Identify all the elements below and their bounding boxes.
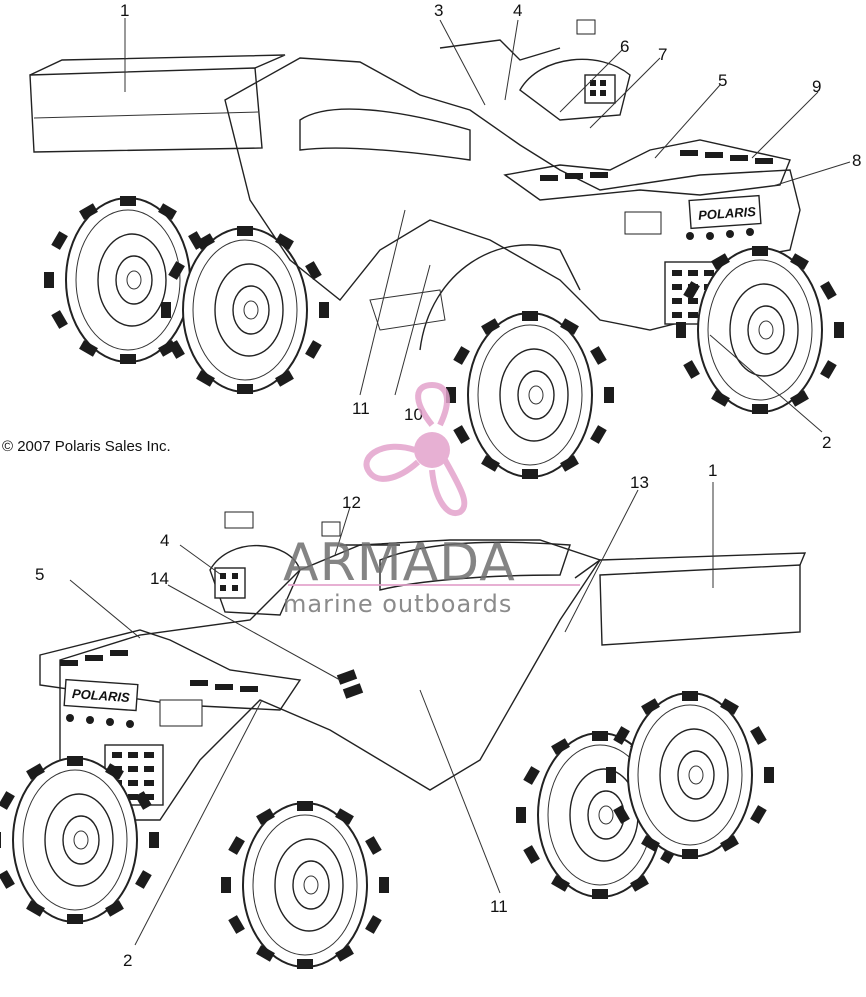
atv-bottom-illustration: POLARIS 1 12 13 4 — [0, 461, 807, 970]
callout-4-bottom: 4 — [160, 531, 169, 550]
callout-3-top: 3 — [434, 1, 443, 20]
callout-11-bottom: 11 — [490, 897, 508, 916]
callout-4-top: 4 — [513, 1, 522, 20]
callout-1-bottom: 1 — [708, 461, 717, 480]
callout-12-bottom: 12 — [342, 493, 361, 512]
front-brand-decal-bottom: POLARIS — [72, 686, 131, 705]
callout-10-top: 10 — [404, 405, 423, 424]
callout-14-bottom: 14 — [150, 569, 169, 588]
brand-decal-text-bottom: POLARIS — [72, 686, 131, 705]
watermark-title: ARMADA — [283, 533, 516, 593]
atv-top-illustration: POLARIS — [29, 1, 861, 480]
copyright-notice: © 2007 Polaris Sales Inc. — [2, 438, 171, 455]
brand-decal-text: POLARIS — [698, 204, 757, 223]
callout-5-bottom: 5 — [35, 565, 44, 584]
front-left-wheel — [445, 310, 615, 480]
callout-2-bottom: 2 — [123, 951, 132, 970]
callout-11-top: 11 — [352, 399, 370, 418]
callout-1-top: 1 — [120, 1, 129, 20]
callout-13-bottom: 13 — [630, 473, 649, 492]
callout-5-top: 5 — [718, 71, 727, 90]
front-right-wheel-bottom — [220, 800, 390, 970]
callout-2-top: 2 — [822, 433, 831, 452]
front-brand-decal-top: POLARIS — [698, 204, 757, 223]
callout-6-top: 6 — [620, 37, 629, 56]
callout-7-top: 7 — [658, 45, 667, 64]
callout-8-top: 8 — [852, 151, 861, 170]
watermark-subtitle: marine outboards — [283, 590, 512, 618]
propeller-logo-icon — [363, 381, 468, 517]
armada-watermark: ARMADA marine outboards — [283, 381, 580, 618]
callout-9-top: 9 — [812, 77, 821, 96]
